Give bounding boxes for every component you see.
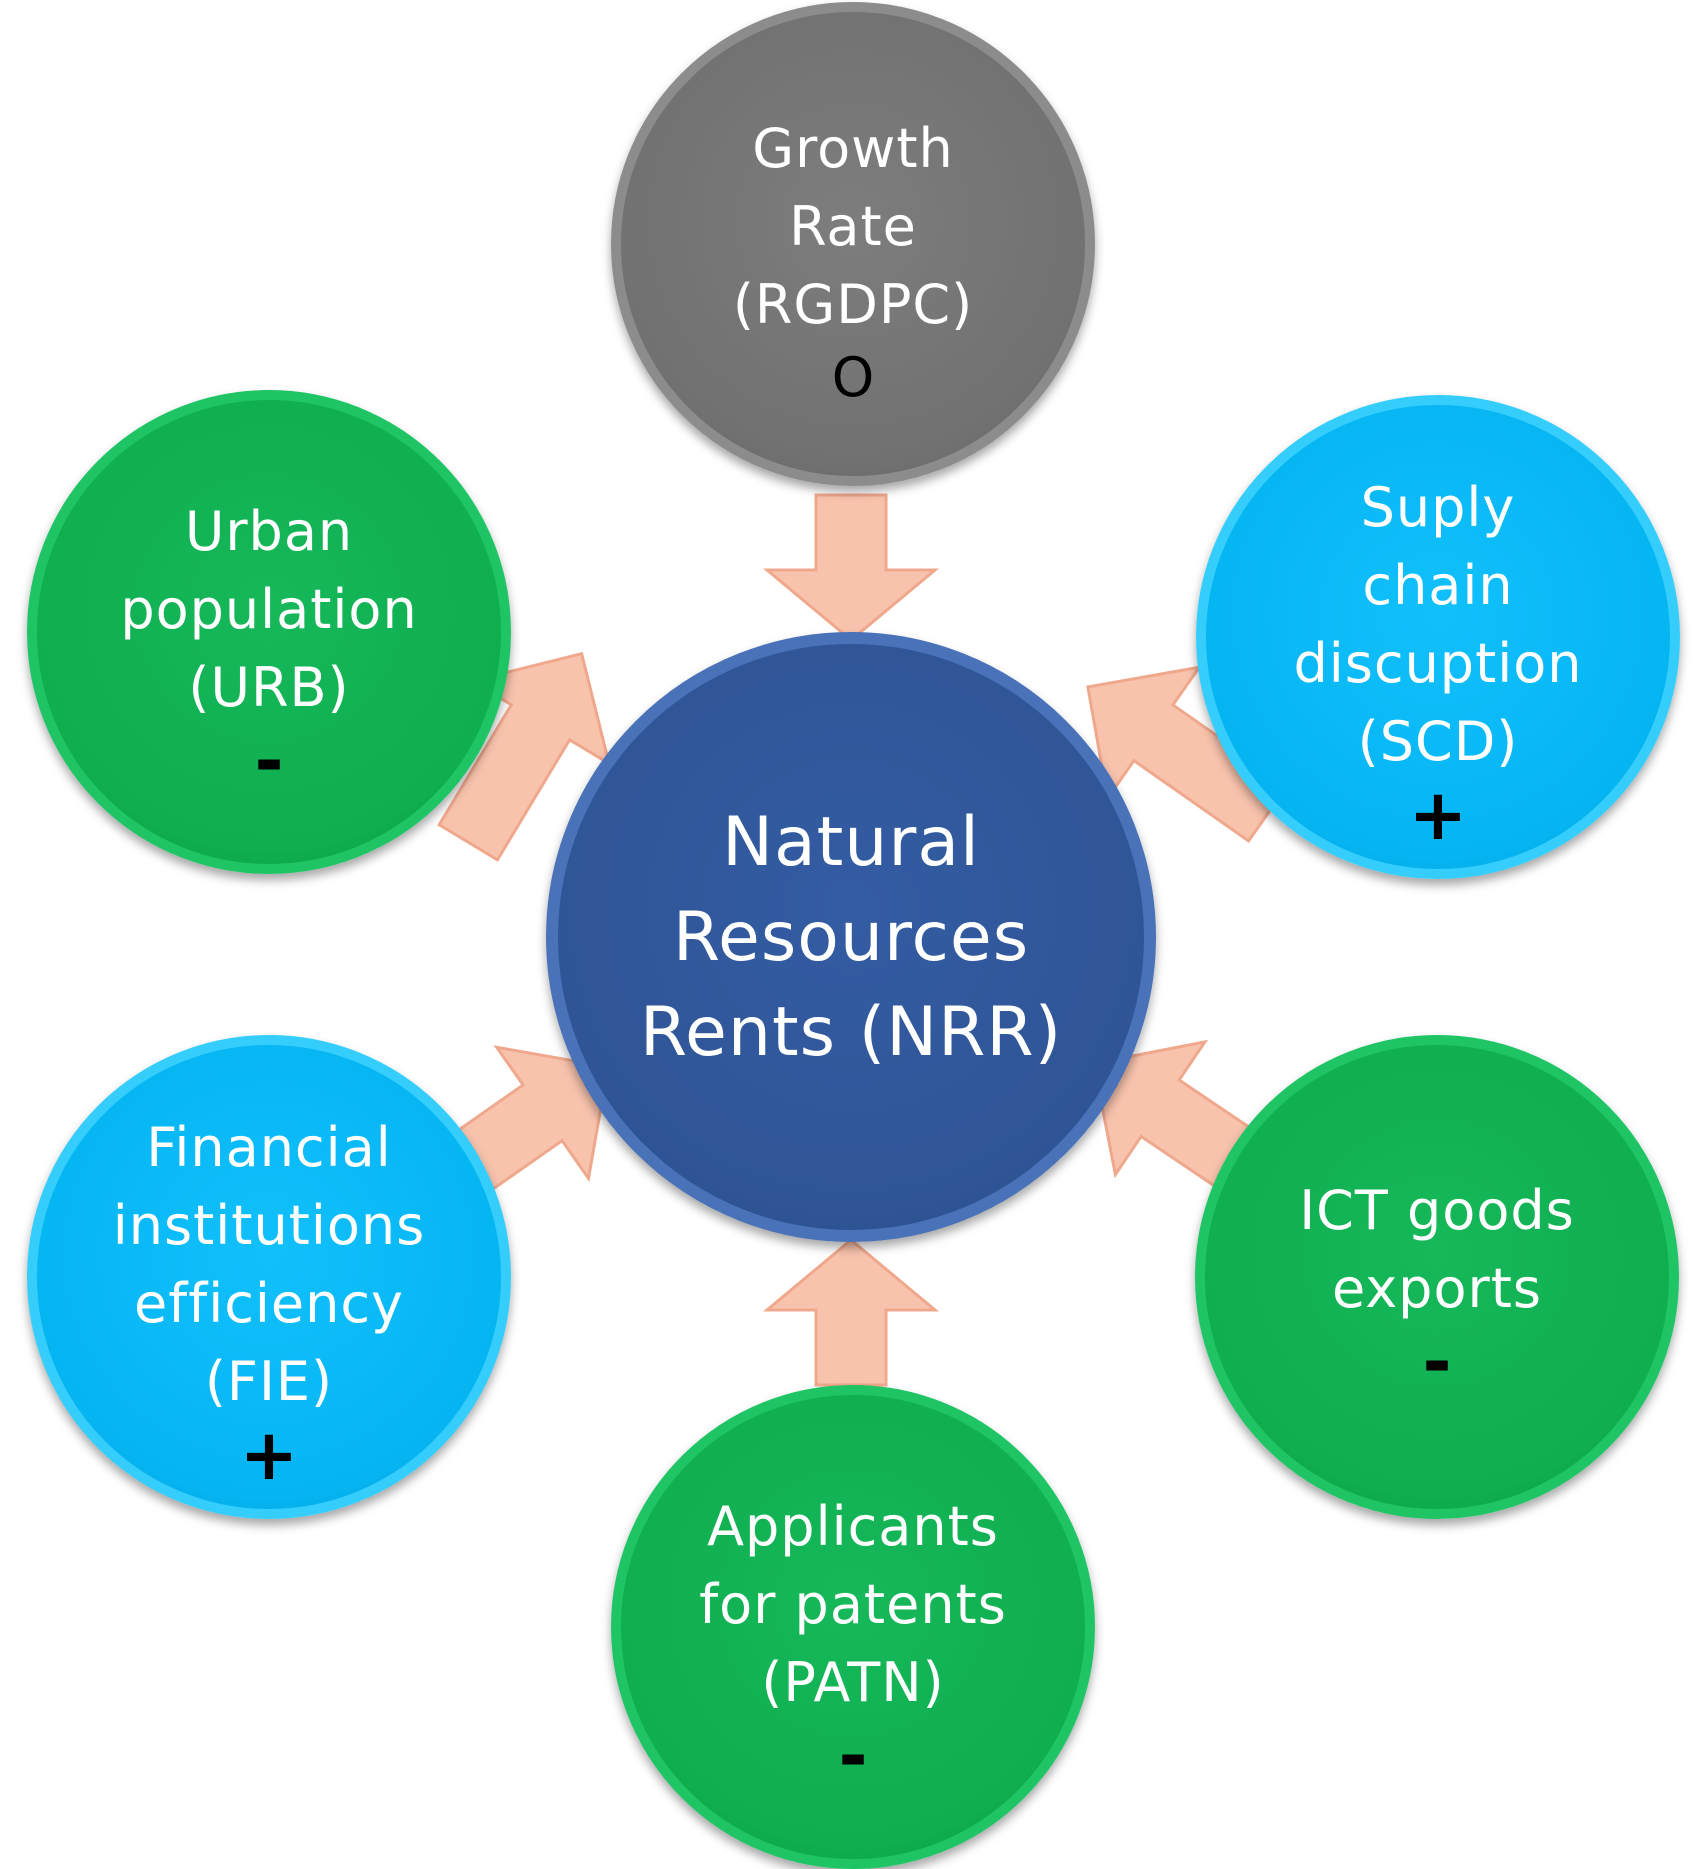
arrow-rgdpc-to-nrr: [762, 493, 940, 642]
ict-sign: -: [1422, 1321, 1452, 1403]
fie-label: Financial institutions efficiency (FIE): [112, 1116, 426, 1413]
nrr-center-node: Natural Resources Rents (NRR): [546, 632, 1156, 1242]
arrow-urb-to-nrr: [437, 651, 612, 862]
scd-node: Suply chain discuption (SCD) +: [1196, 395, 1680, 879]
ict-node: ICT goods exports -: [1195, 1035, 1679, 1519]
ict-label: ICT goods exports: [1299, 1179, 1575, 1320]
urb-node: Urban population (URB) -: [27, 390, 511, 874]
patn-node: Applicants for patents (PATN) -: [611, 1385, 1095, 1869]
urb-sign: -: [254, 720, 284, 802]
scd-sign: +: [1408, 774, 1468, 856]
rgdpc-label: Growth Rate (RGDPC): [732, 117, 974, 336]
fie-node: Financial institutions efficiency (FIE) …: [27, 1035, 511, 1519]
urb-label: Urban population (URB): [120, 500, 418, 719]
arrow-patn-to-nrr: [762, 1238, 940, 1387]
rgdpc-sign: O: [831, 346, 875, 409]
nrr-label: Natural Resources Rents (NRR): [639, 802, 1063, 1072]
scd-label: Suply chain discuption (SCD): [1293, 476, 1583, 773]
patn-sign: -: [838, 1715, 868, 1797]
fie-sign: +: [239, 1414, 299, 1496]
patn-label: Applicants for patents (PATN): [699, 1495, 1007, 1714]
rgdpc-node: Growth Rate (RGDPC) O: [611, 2, 1095, 486]
